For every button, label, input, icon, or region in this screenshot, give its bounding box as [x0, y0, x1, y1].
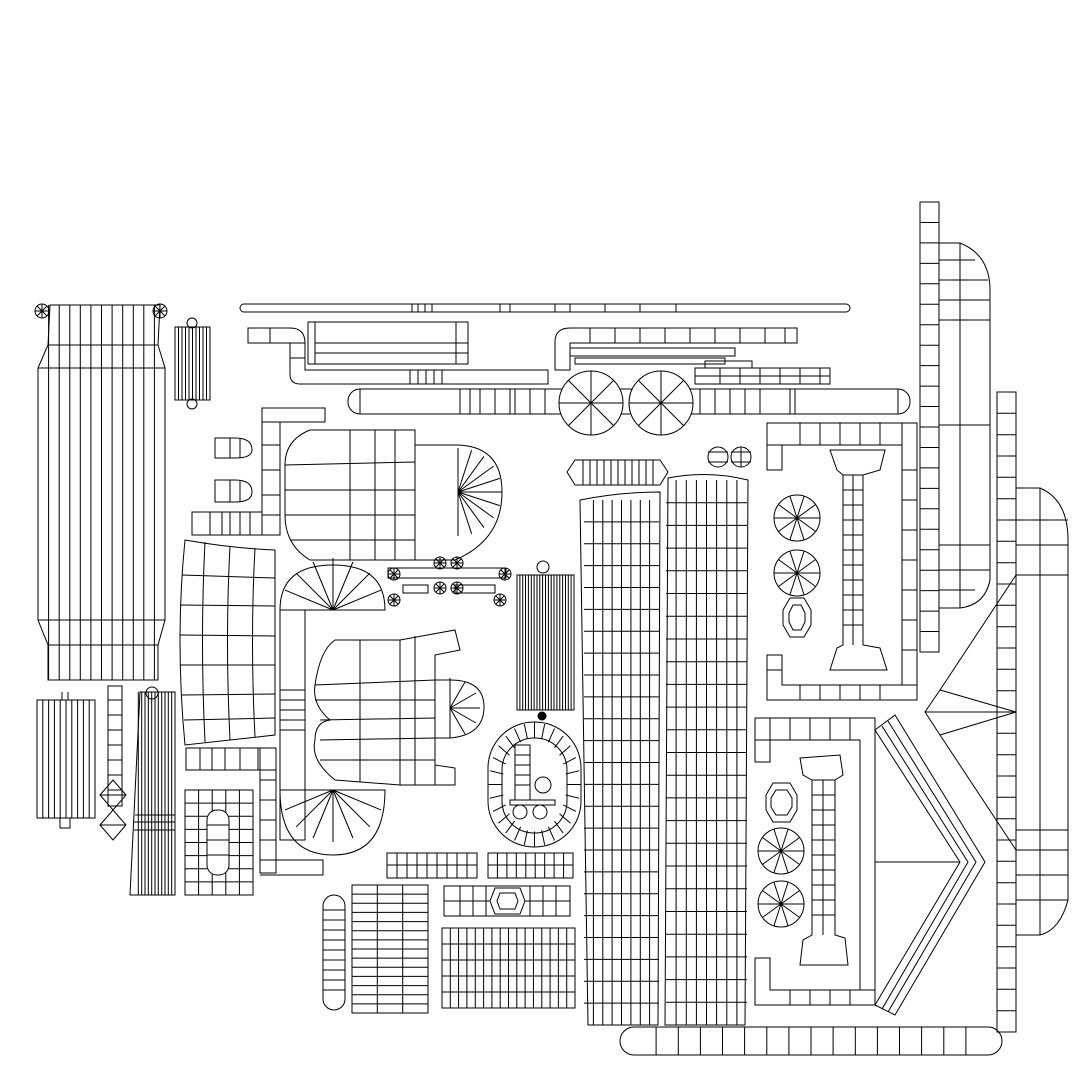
hull-medium [314, 630, 484, 785]
dome-bottom [280, 790, 385, 855]
round-caps-pair [559, 371, 693, 435]
bottom-capsule [620, 1027, 1002, 1055]
barrel-piece [567, 447, 751, 485]
u-frame-upper [767, 423, 917, 700]
small-caps-cluster [388, 557, 511, 606]
small-left-pieces [192, 408, 325, 535]
oval-ring [488, 722, 581, 847]
wireframe-lines [35, 202, 1068, 1055]
capsule-strip [348, 389, 910, 414]
chevron-panel [875, 715, 985, 1015]
hull-large [285, 430, 502, 560]
dome-top [280, 558, 385, 840]
small-cylinder-top [175, 318, 210, 409]
long-rod-top [240, 304, 850, 312]
long-vertical-strip-a [580, 492, 660, 1025]
bent-tube-left [248, 322, 548, 384]
grid-blocks-bottom [323, 853, 575, 1013]
tall-cylinder-left [35, 304, 167, 680]
bent-tube-right [555, 328, 830, 384]
long-vertical-strip-b [665, 474, 748, 1025]
u-frame-lower [755, 718, 875, 1005]
ribbed-strip-center [517, 561, 574, 720]
curved-panel [180, 540, 275, 745]
side-panel-right [920, 202, 1068, 1032]
left-bottom-pieces [37, 686, 323, 895]
